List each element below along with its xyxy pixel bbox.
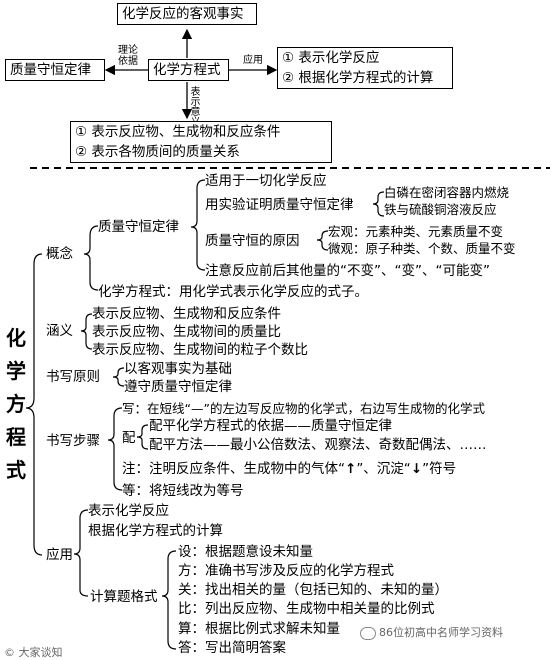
apply-label: 应用 (46, 547, 73, 563)
down-arrow-icon: ↓ (410, 461, 423, 477)
concept-macro: 宏观：元素种类、元素质量不变 (328, 224, 504, 239)
step-note-part-b: ”、沉淀“ (356, 461, 411, 477)
concept-note: 注意反应前后其他量的“不变”、“变”、“可能变” (205, 263, 490, 279)
meaning-item-1: ① 表示反应物、生成物和反应条件 (75, 124, 281, 140)
fact-text: 化学反应的客观事实 (122, 6, 244, 22)
meaning-item-c: 表示反应物、生成物间的粒子个数比 (92, 342, 308, 358)
equation-box: 化学方程式 (148, 59, 229, 81)
main-title-char-3: 方 (6, 392, 26, 416)
steps-label: 书写步骤 (46, 433, 100, 449)
watermark-right: 86位初高中名师学习资料 (360, 624, 503, 640)
concept-reason: 质量守恒的原因 (205, 233, 300, 249)
concept-definition: 化学方程式：用化学式表示化学反应的式子。 (98, 284, 368, 300)
calc-brace (161, 550, 177, 650)
calc-step-6: 答：写出简明答案 (178, 640, 286, 656)
main-title-char-5: 式 (6, 458, 26, 482)
calc-step-5: 算：根据比例式求解未知量 (178, 621, 340, 637)
concept-applies: 适用于一切化学反应 (205, 173, 327, 189)
main-brace (25, 253, 43, 556)
calc-step-4: 比：列出反应物、生成物中相关量的比例式 (178, 601, 435, 617)
main-title-char-1: 化 (6, 326, 26, 350)
law-box: 质量守恒定律 (5, 59, 105, 81)
law-text: 质量守恒定律 (10, 62, 91, 78)
meaning-item-a: 表示反应物、生成物和反应条件 (92, 306, 281, 322)
step-note-part-a: 注：注明反应条件、生成物中的气体“ (122, 461, 345, 477)
application-item-2: ② 根据化学方程式的计算 (282, 70, 434, 86)
verify-item-2: 铁与硫酸铜溶液反应 (384, 202, 497, 217)
calc-step-2: 方：准确书写涉及反应的化学方程式 (178, 563, 394, 579)
balance-item-1: 配平化学方程式的依据——质量守恒定律 (149, 418, 392, 434)
principle-item-1: 以客观事实为基础 (124, 361, 232, 377)
meaning-item-2: ② 表示各物质间的质量关系 (75, 144, 240, 160)
meaning-item-b: 表示反应物、生成物间的质量比 (92, 324, 281, 340)
verify-item-1: 白磷在密闭容器内燃烧 (384, 185, 510, 200)
step-note-part-c: ”符号 (422, 461, 457, 477)
concept-brace (83, 225, 99, 291)
meaning-box: ① 表示反应物、生成物和反应条件 ② 表示各物质间的质量关系 (70, 121, 332, 163)
meaning-brace (80, 313, 93, 350)
fact-box: 化学反应的客观事实 (117, 3, 257, 25)
balance-brace (136, 424, 149, 450)
watermark-left: © 大家谈知 (4, 646, 63, 659)
main-title-char-2: 学 (6, 359, 26, 383)
calc-label: 计算题格式 (90, 589, 158, 605)
concept-law: 质量守恒定律 (98, 219, 179, 235)
principle-brace (112, 367, 125, 387)
theory-basis-label: 理论依据 (118, 45, 138, 67)
reason-brace (316, 230, 329, 251)
equation-text: 化学方程式 (153, 62, 221, 78)
calc-step-3: 关：找出相关的量（包括已知的、未知的量） (178, 582, 448, 598)
step-balance-label: 配 (122, 430, 136, 446)
meaning-label: 涵义 (46, 323, 73, 339)
up-arrow-icon: ↑ (345, 461, 357, 477)
step-write: 写：在短线“—”的左边写反应物的化学式，右边写生成物的化学式 (122, 401, 485, 416)
step-equal: 等：将短线改为等号 (122, 483, 244, 499)
balance-item-2: 配平方法——最小公倍数法、观察法、奇数配偶法、…… (149, 437, 487, 453)
verify-brace (372, 191, 385, 217)
concept-verify: 用实验证明质量守恒定律 (205, 197, 354, 213)
concept-label: 概念 (46, 246, 73, 262)
application-box: ① 表示化学反应 ② 根据化学方程式的计算 (277, 47, 453, 89)
apply-brace (73, 509, 89, 597)
main-title-char-4: 程 (6, 425, 26, 449)
principle-label: 书写原则 (46, 369, 100, 385)
calc-step-1: 设：根据题意设未知量 (178, 544, 313, 560)
apply-item-2: 根据化学方程式的计算 (88, 523, 223, 539)
principle-item-2: 遵守质量守恒定律 (124, 379, 232, 395)
wechat-icon (360, 626, 376, 640)
watermark-right-text: 86位初高中名师学习资料 (379, 626, 503, 639)
concept-micro: 微观：原子种类、个数、质量不变 (328, 241, 516, 256)
step-note: 注：注明反应条件、生成物中的气体“↑”、沉淀“↓”符号 (122, 461, 456, 477)
apply-item-1: 表示化学反应 (88, 503, 169, 519)
law-brace (190, 179, 206, 271)
application-label: 应用 (243, 55, 263, 66)
application-item-1: ① 表示化学反应 (282, 50, 380, 66)
steps-brace (107, 407, 123, 491)
